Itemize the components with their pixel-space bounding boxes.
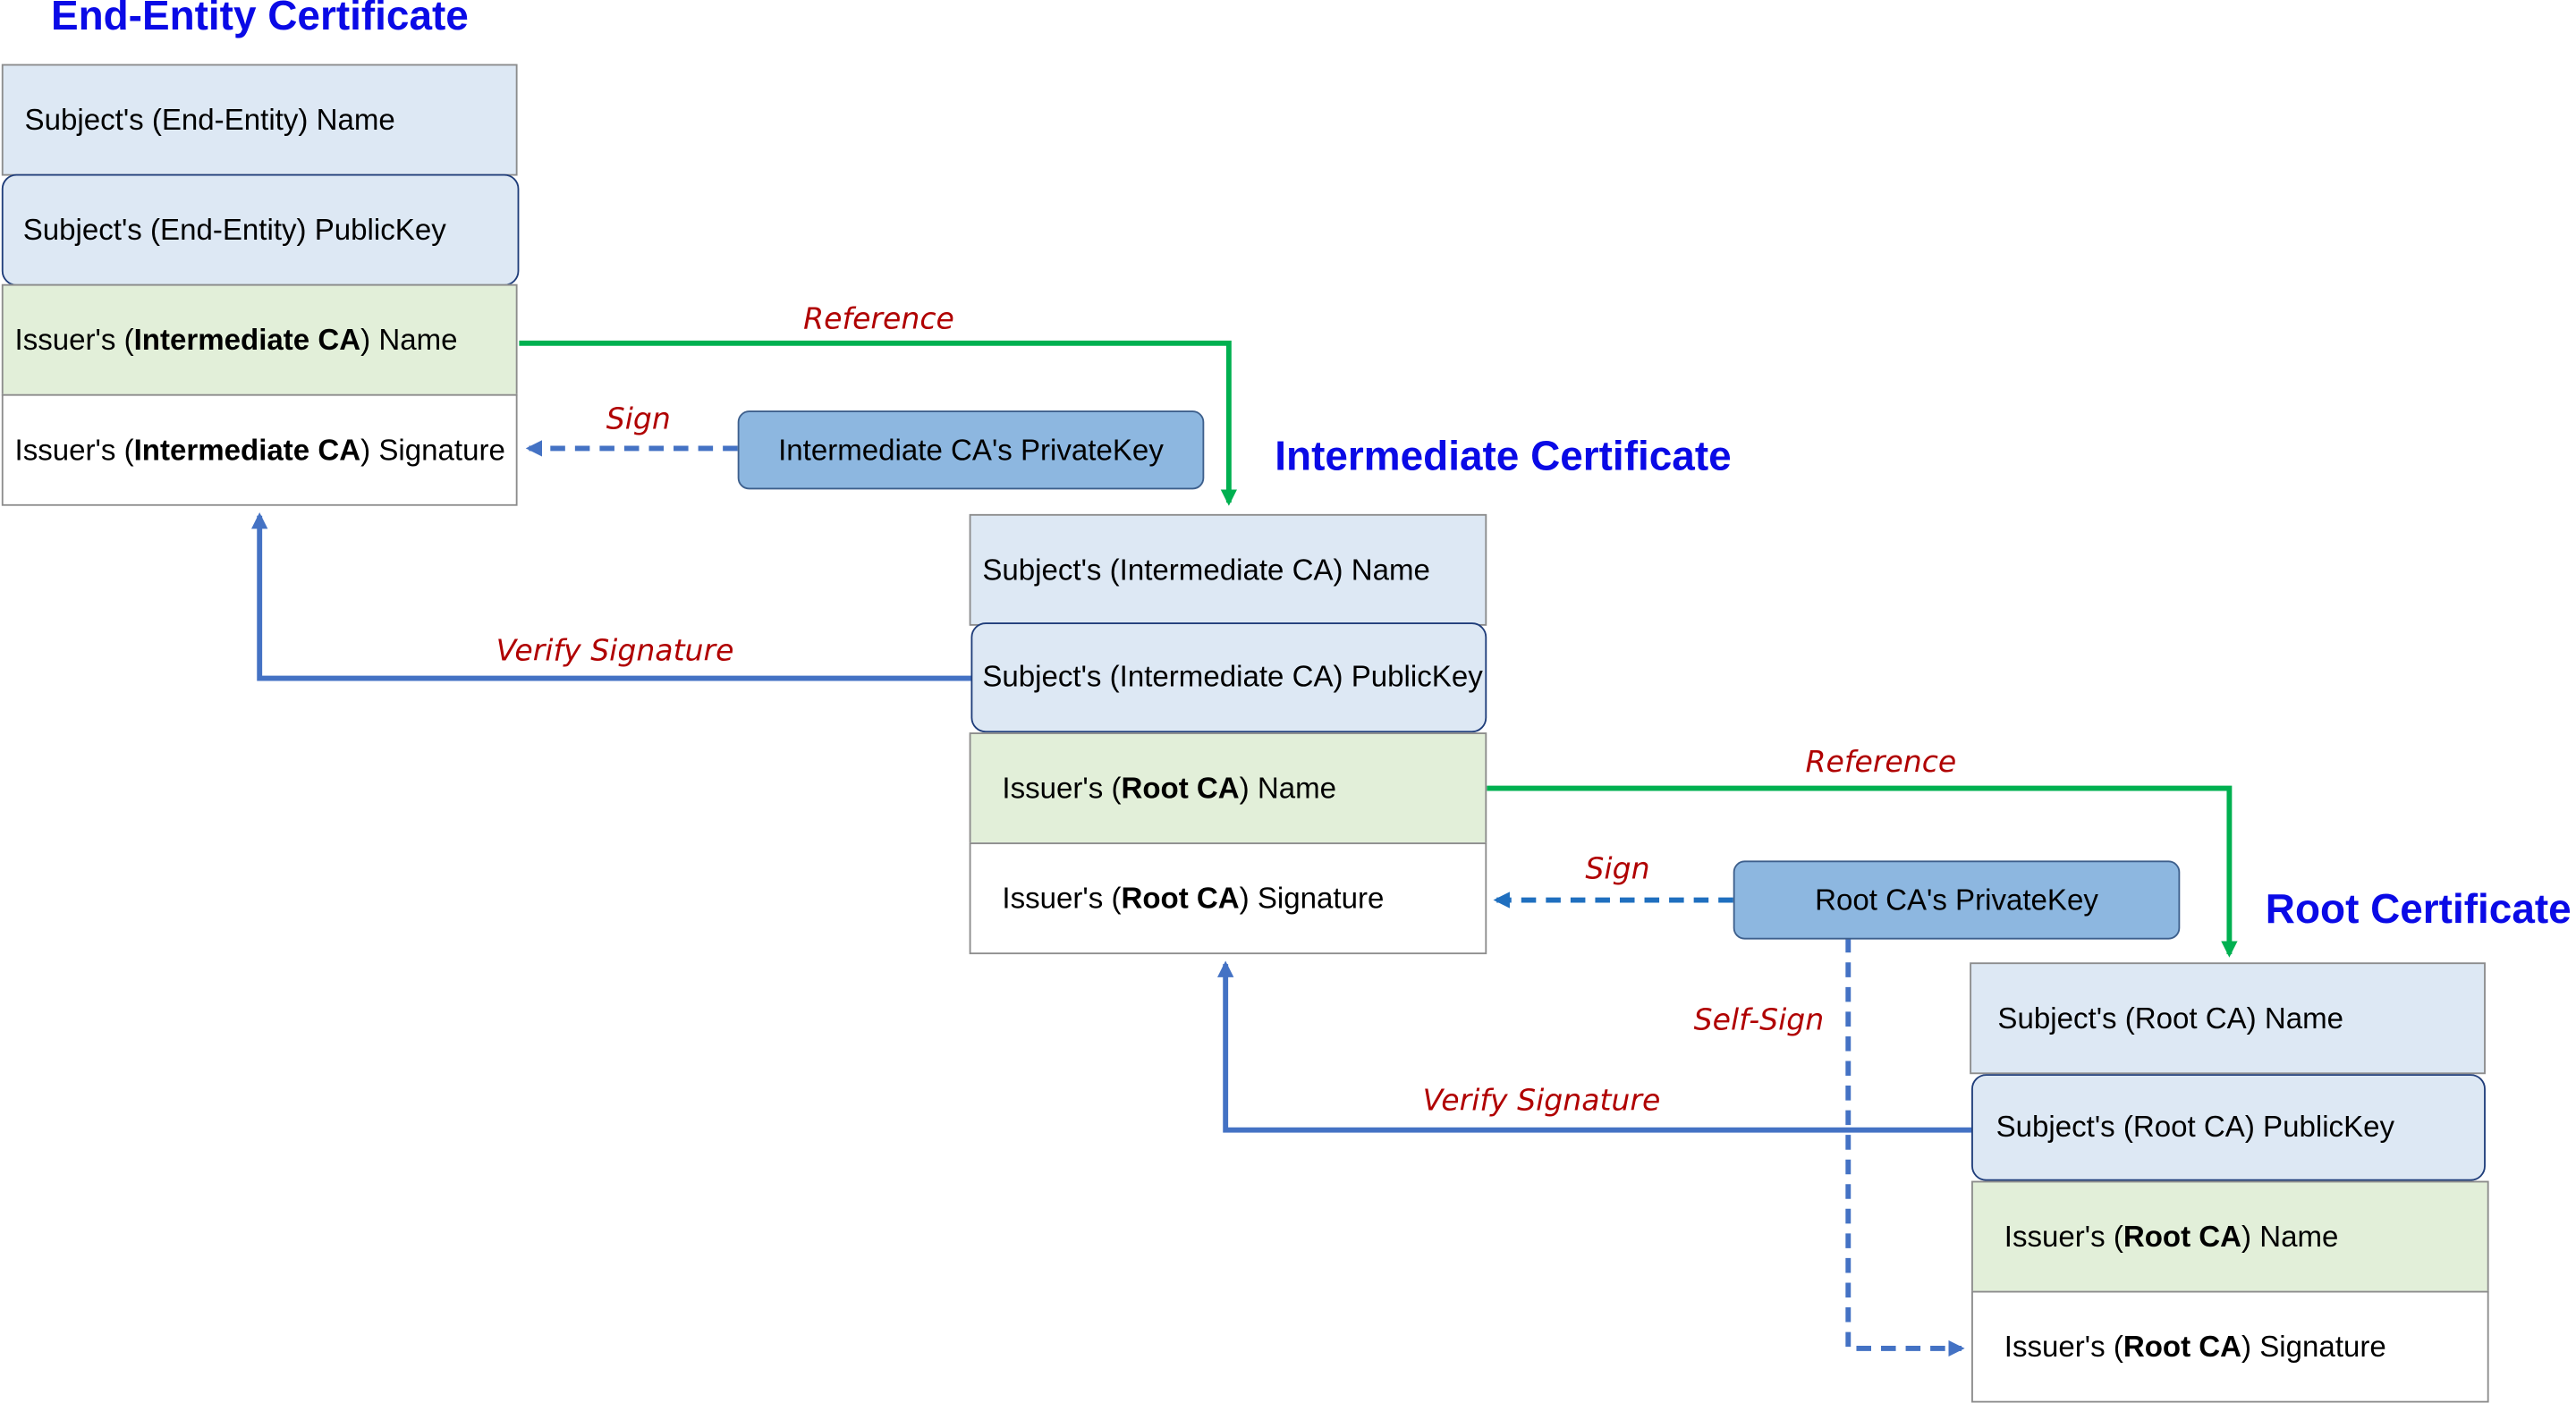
text-bold: Root CA xyxy=(2123,1219,2242,1253)
verify-edge-1 xyxy=(251,512,971,681)
text-post: ) Name xyxy=(360,322,458,356)
end-entity-subject-name-text: Subject's (End-Entity) Name xyxy=(24,102,395,136)
sign-label-2: Sign xyxy=(1585,852,1650,887)
text-pre: Issuer's ( xyxy=(2004,1219,2123,1253)
intermediate-subject-publickey-text: Subject's (Intermediate CA) PublicKey xyxy=(982,660,1483,694)
self-sign-edge xyxy=(1845,937,1965,1357)
intermediate-issuer-signature: Issuer's (Root CA) Signature xyxy=(969,842,1487,955)
verify-signature-label-1: Verify Signature xyxy=(496,633,734,669)
root-certificate-title: Root Certificate xyxy=(2265,886,2572,934)
text-pre: Issuer's ( xyxy=(2004,1329,2123,1363)
text-bold: Root CA xyxy=(1121,881,1240,915)
verify-signature-label-2: Verify Signature xyxy=(1422,1084,1661,1119)
end-entity-certificate-title: End-Entity Certificate xyxy=(50,0,469,40)
root-ca-privatekey: Root CA's PrivateKey xyxy=(1733,860,2181,940)
end-entity-subject-name: Subject's (End-Entity) Name xyxy=(1,63,518,176)
root-issuer-name: Issuer's (Root CA) Name xyxy=(1971,1180,2489,1293)
verify-edge-2 xyxy=(1216,960,1972,1133)
text-pre: Issuer's ( xyxy=(14,432,134,466)
text-bold: Intermediate CA xyxy=(133,322,361,356)
text-bold: Root CA xyxy=(1121,771,1240,805)
end-entity-issuer-signature: Issuer's (Intermediate CA) Signature xyxy=(1,393,518,506)
end-entity-subject-publickey-text: Subject's (End-Entity) PublicKey xyxy=(22,212,446,246)
reference-label-1: Reference xyxy=(803,301,954,337)
text-post: ) Signature xyxy=(1239,881,1385,915)
sign-label-1: Sign xyxy=(606,401,671,437)
intermediate-issuer-name: Issuer's (Root CA) Name xyxy=(969,732,1487,845)
intermediate-subject-name: Subject's (Intermediate CA) Name xyxy=(969,513,1487,626)
root-subject-publickey-text: Subject's (Root CA) PublicKey xyxy=(1996,1110,2395,1144)
text-post: ) Signature xyxy=(360,432,505,466)
reference-edge-1 xyxy=(519,340,1238,506)
root-subject-name: Subject's (Root CA) Name xyxy=(1970,962,2486,1075)
text-pre: Issuer's ( xyxy=(1002,881,1122,915)
end-entity-subject-publickey: Subject's (End-Entity) PublicKey xyxy=(1,173,520,286)
root-issuer-signature: Issuer's (Root CA) Signature xyxy=(1971,1290,2489,1403)
text-post: ) Signature xyxy=(2241,1329,2386,1363)
root-subject-name-text: Subject's (Root CA) Name xyxy=(1997,1001,2344,1035)
text-bold: Intermediate CA xyxy=(133,432,361,466)
reference-label-2: Reference xyxy=(1805,745,1957,781)
self-sign-label: Self-Sign xyxy=(1693,1003,1825,1038)
intermediate-certificate-title: Intermediate Certificate xyxy=(1275,433,1732,480)
reference-edge-2 xyxy=(1487,785,2238,958)
text-post: ) Name xyxy=(1239,771,1337,805)
text-bold: Root CA xyxy=(2123,1329,2242,1363)
root-subject-publickey: Subject's (Root CA) PublicKey xyxy=(1971,1074,2486,1181)
intermediate-subject-publickey: Subject's (Intermediate CA) PublicKey xyxy=(970,622,1487,733)
intermediate-subject-name-text: Subject's (Intermediate CA) Name xyxy=(982,553,1430,586)
text-pre: Issuer's ( xyxy=(1002,771,1122,805)
end-entity-issuer-name: Issuer's (Intermediate CA) Name xyxy=(1,283,518,396)
intermediate-ca-privatekey: Intermediate CA's PrivateKey xyxy=(737,410,1205,490)
text-post: ) Name xyxy=(2241,1219,2339,1253)
text-pre: Issuer's ( xyxy=(14,322,134,356)
